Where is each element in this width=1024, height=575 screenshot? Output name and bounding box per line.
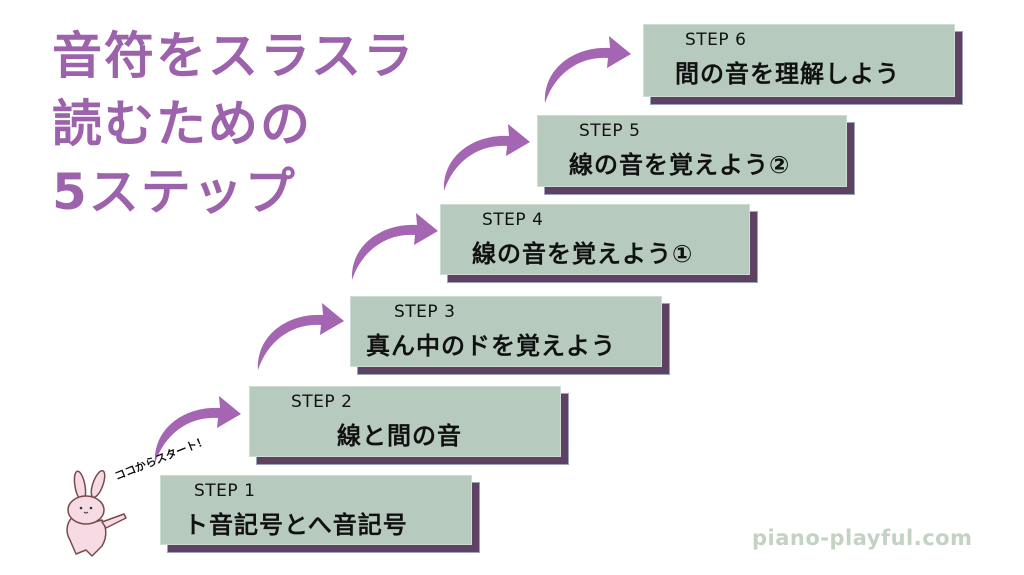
title-line-3: 5ステップ bbox=[52, 163, 297, 221]
step-text: 間の音を理解しよう bbox=[675, 60, 900, 88]
step-label: STEP 6 bbox=[685, 30, 747, 50]
step-label: STEP 1 bbox=[194, 481, 256, 501]
step-4: STEP 4 線の音を覚えよう① bbox=[440, 204, 758, 283]
step-box bbox=[160, 475, 472, 545]
step-box bbox=[350, 296, 662, 367]
step-text: 線の音を覚えよう② bbox=[569, 151, 791, 179]
step-box bbox=[537, 115, 847, 187]
step-label: STEP 3 bbox=[394, 302, 456, 322]
step-box bbox=[440, 204, 750, 275]
title-line-1: 音符をスラスラ bbox=[52, 27, 415, 85]
arrow-icon bbox=[544, 36, 631, 103]
step-text: 線と間の音 bbox=[337, 422, 462, 450]
title-line-2: 読むための bbox=[52, 95, 312, 153]
arrow-icon bbox=[443, 124, 530, 191]
step-text: 真ん中のドを覚えよう bbox=[366, 332, 616, 360]
step-label: STEP 5 bbox=[579, 121, 641, 141]
step-3: STEP 3 真ん中のドを覚えよう bbox=[350, 296, 670, 375]
arrow-icon bbox=[154, 396, 241, 463]
step-label: STEP 2 bbox=[291, 392, 353, 412]
rabbit-icon bbox=[66, 470, 127, 557]
arrow-icon bbox=[351, 213, 438, 280]
step-5: STEP 5 線の音を覚えよう② bbox=[537, 115, 855, 195]
page-title: 音符をスラスラ 読むための 5ステップ bbox=[52, 22, 415, 226]
step-box bbox=[643, 24, 955, 97]
step-text: ト音記号とへ音記号 bbox=[184, 511, 408, 539]
step-box bbox=[249, 386, 561, 457]
step-label: STEP 4 bbox=[482, 210, 544, 230]
step-2: STEP 2 線と間の音 bbox=[249, 386, 569, 465]
step-6: STEP 6 間の音を理解しよう bbox=[643, 24, 963, 105]
step-1: STEP 1 ト音記号とへ音記号 bbox=[160, 475, 480, 553]
step-text: 線の音を覚えよう① bbox=[472, 240, 694, 268]
arrow-icon bbox=[257, 303, 344, 370]
site-url: piano-playful.com bbox=[752, 526, 973, 550]
